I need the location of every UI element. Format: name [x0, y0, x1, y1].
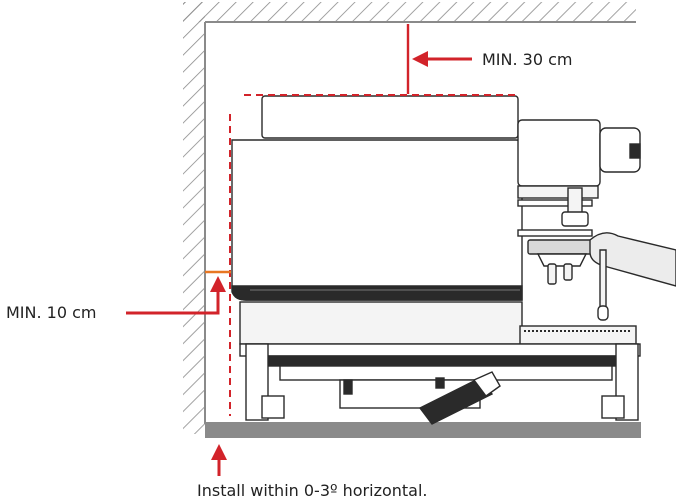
- machine-stand: [239, 343, 641, 425]
- arrow-up-icon: [210, 276, 226, 292]
- clearance-guides: [229, 94, 520, 416]
- arrow-up-icon: [211, 444, 227, 460]
- wall-hatch: [183, 2, 636, 434]
- min-side-clearance-label: MIN. 10 cm: [6, 303, 97, 322]
- side-clearance-marker: [126, 270, 231, 315]
- arrow-left-icon: [412, 51, 428, 67]
- floor-slab: [205, 422, 641, 438]
- level-marker: [211, 444, 227, 476]
- install-level-note: Install within 0-3º horizontal.: [197, 481, 428, 500]
- min-top-clearance-label: MIN. 30 cm: [482, 50, 573, 69]
- top-clearance-marker: [406, 24, 472, 94]
- espresso-machine: [231, 95, 676, 345]
